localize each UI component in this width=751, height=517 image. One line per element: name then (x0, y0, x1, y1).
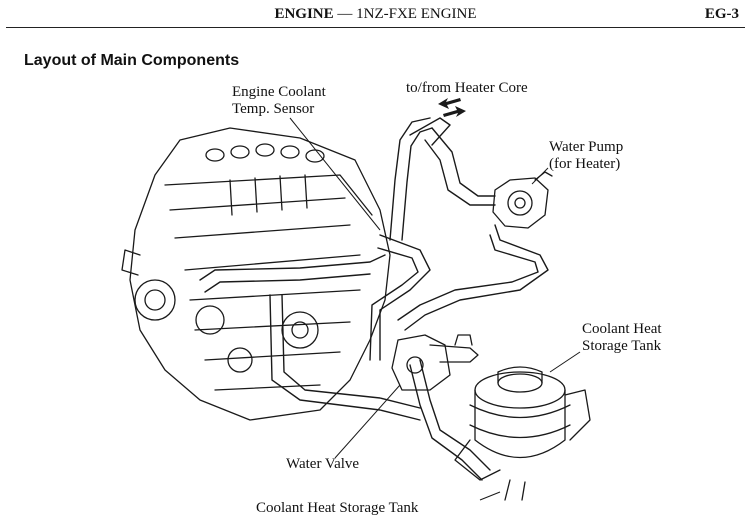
label-coolant-sensor-line1: Engine Coolant (232, 84, 326, 100)
label-bottom-partial: Coolant Heat Storage Tank (256, 500, 419, 516)
label-storage-tank: Coolant Heat Storage Tank (582, 321, 662, 355)
leader-lines (289, 117, 581, 501)
flow-arrows (438, 98, 466, 117)
section-title: Layout of Main Components (24, 52, 240, 69)
label-heater-core: to/from Heater Core (406, 80, 528, 96)
label-coolant-sensor: Engine Coolant Temp. Sensor (232, 84, 326, 118)
storage-tank-drawing (454, 366, 591, 501)
header-section-bold: ENGINE (274, 6, 334, 22)
water-valve-drawing (391, 334, 479, 391)
heater-hoses-drawing (199, 117, 549, 481)
label-storage-tank-line1: Coolant Heat (582, 321, 662, 337)
label-storage-tank-line2: Storage Tank (582, 338, 662, 354)
water-pump-drawing (492, 171, 553, 229)
label-coolant-sensor-line2: Temp. Sensor (232, 101, 315, 117)
header-rule (6, 27, 745, 28)
page-code: EG-3 (704, 6, 739, 22)
header-section-rest: 1NZ-FXE ENGINE (356, 6, 477, 22)
engine-block-drawing (121, 127, 391, 421)
label-water-pump-line2: (for Heater) (549, 156, 621, 172)
label-water-pump-line1: Water Pump (549, 139, 624, 155)
header-separator: — (333, 6, 357, 22)
header-title: ENGINE — 1NZ-FXE ENGINE (0, 6, 751, 23)
label-water-valve: Water Valve (286, 456, 360, 472)
label-water-pump: Water Pump (for Heater) (549, 139, 623, 173)
